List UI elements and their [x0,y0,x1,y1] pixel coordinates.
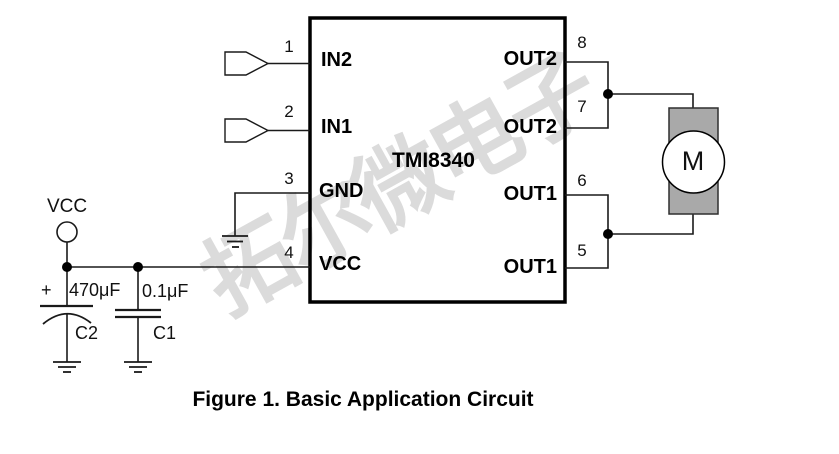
figure-caption: Figure 1. Basic Application Circuit [192,388,534,411]
junction-dot-out1 [603,229,613,239]
c1-value: 0.1μF [142,281,189,301]
input-connector-in2 [224,51,270,76]
pin-number-7: 7 [577,97,587,116]
capacitor-c1 [115,308,161,319]
wire-pin3-gnd [234,192,310,236]
ground-symbol-c2 [53,361,81,373]
pin-number-1: 1 [284,37,294,56]
ic-pin-label-out2-bottom: OUT2 [503,116,557,138]
ic-body [308,16,567,304]
vcc-supply-label: VCC [47,196,88,217]
capacitor-c2 [40,304,93,325]
pin-number-5: 5 [577,241,587,260]
motor-label: M [681,146,705,176]
ic-pin-label-out1-top: OUT1 [503,183,557,205]
pin-number-2: 2 [284,102,294,121]
ic-pin-label-out2-top: OUT2 [503,48,557,70]
motor-circle [661,130,726,194]
ic-pin-label-in1: IN1 [321,116,353,138]
pin-number-6: 6 [577,171,587,190]
junction-dot-c1 [133,262,143,272]
wire-motor-top [608,93,694,108]
pin-number-8: 8 [577,33,587,52]
ic-pin-label-vcc: VCC [319,253,362,275]
wire-vcc-rail [66,242,310,268]
c2-polarity-sign: + [41,280,52,300]
wire-motor-bottom [608,214,694,235]
ic-pin-label-in2: IN2 [321,49,353,71]
ground-symbol-c1 [124,361,152,373]
input-connector-in1 [224,118,270,143]
vcc-terminal-circle [56,221,78,243]
ground-symbol-pin3 [222,235,248,248]
ic-pin-label-out1-bottom: OUT1 [503,256,557,278]
c2-value: 470μF [69,280,121,300]
junction-dot-c2 [62,262,72,272]
junction-dots [62,89,613,272]
junction-dot-out2 [603,89,613,99]
motor-symbol [661,107,726,215]
wire-out2-bus [565,61,609,129]
ic-pin-label-gnd: GND [319,180,364,202]
pin-number-3: 3 [284,169,294,188]
chip-name: TMI8340 [392,149,475,172]
c2-name: C2 [75,323,99,343]
c1-name: C1 [153,323,177,343]
pin-number-4: 4 [284,243,294,262]
c2-curved-plate [42,312,92,325]
